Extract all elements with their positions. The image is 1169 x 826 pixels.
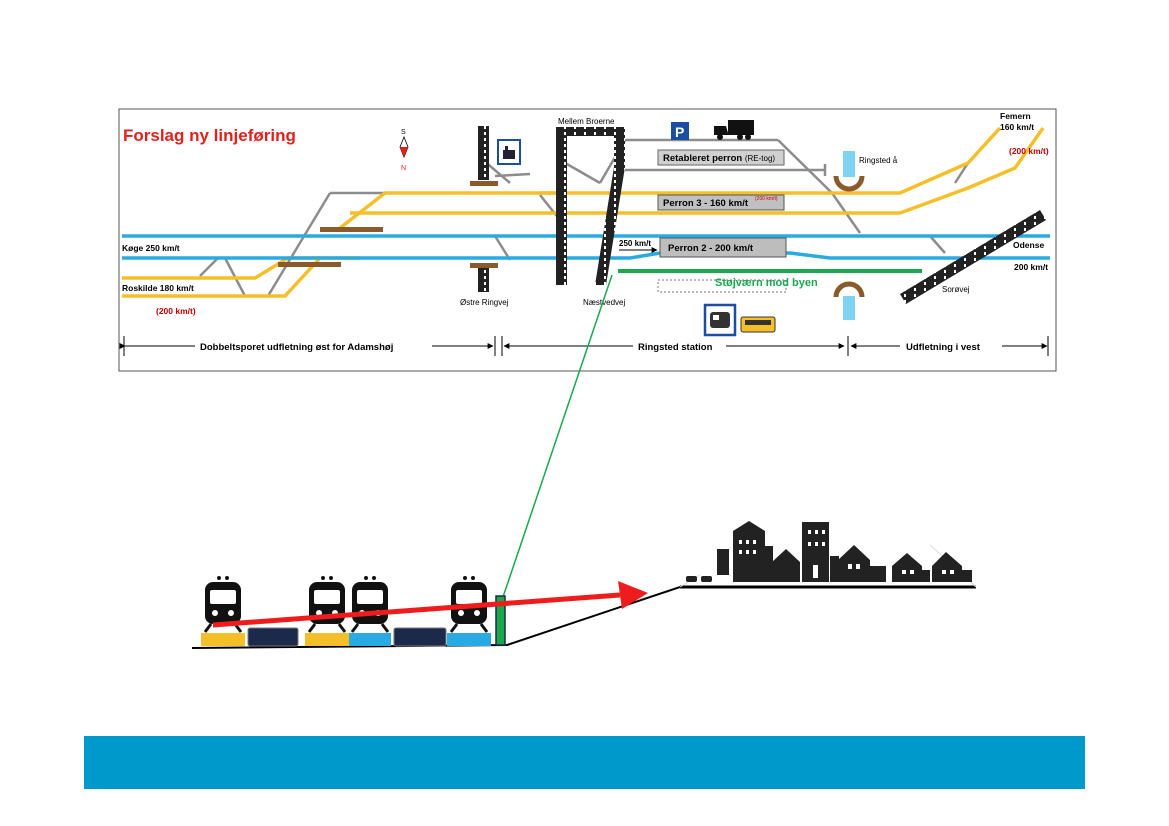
speed-250-label: 250 km/t xyxy=(619,239,651,248)
track-bed-yellow-1 xyxy=(201,633,245,646)
platform-retableret: Retableret perron (RE-tog) xyxy=(657,149,785,166)
train-icon xyxy=(203,576,243,633)
connector-line xyxy=(502,274,613,598)
track-bed-blue-2 xyxy=(447,633,491,646)
cross-section xyxy=(191,521,977,649)
label-naestvedvej: Næstvedvej xyxy=(583,298,625,307)
sound-arrow xyxy=(212,592,621,628)
mellem-broerne-road xyxy=(556,127,567,285)
truck-icon xyxy=(714,120,754,140)
train-station-icon xyxy=(703,303,737,337)
svg-text:(200 km/t): (200 km/t) xyxy=(755,196,778,202)
train-icon xyxy=(449,576,489,633)
road-bridges xyxy=(478,126,1046,304)
city-skyline-icon xyxy=(686,521,972,582)
track-bed-yellow-2 xyxy=(305,633,349,646)
parking-icon: P xyxy=(671,122,689,140)
track-bed-blue-1 xyxy=(349,633,391,646)
bus-icon xyxy=(740,316,776,333)
label-femern: Femern xyxy=(1000,111,1031,121)
label-femern-speed: 160 km/t xyxy=(1000,122,1034,132)
section-west: Udfletning i vest xyxy=(906,342,981,353)
train-icon xyxy=(350,576,390,633)
label-roskilde-future: (200 km/t) xyxy=(156,306,196,316)
bridge-bars xyxy=(278,181,498,268)
stojvaern-label: Støjværn mod byen xyxy=(715,277,818,289)
noise-barrier xyxy=(495,595,506,646)
svg-text:P: P xyxy=(675,124,684,140)
river-ringsted-a xyxy=(833,151,865,320)
dotted-box xyxy=(657,279,787,293)
compass-icon: S N xyxy=(399,129,409,172)
svg-text:Perron 2 - 200 km/t: Perron 2 - 200 km/t xyxy=(668,243,754,254)
station-building-icon xyxy=(497,139,521,165)
track-bed-dark-2 xyxy=(393,627,447,647)
sound-arrow-head xyxy=(618,581,648,609)
svg-text:S: S xyxy=(401,129,406,136)
section-station: Ringsted station xyxy=(638,342,713,353)
label-odense: Odense xyxy=(1013,240,1044,250)
label-roskilde: Roskilde 180 km/t xyxy=(122,283,194,293)
train-icon xyxy=(307,576,347,633)
label-koge: Køge 250 km/t xyxy=(122,243,180,253)
map-title: Forslag ny linjeføring xyxy=(123,126,296,145)
label-femern-future: (200 km/t) xyxy=(1009,146,1049,156)
label-ringsted-a: Ringsted å xyxy=(859,156,898,165)
label-ostre-ringvej: Østre Ringvej xyxy=(460,298,509,307)
label-sorovej: Sorøvej xyxy=(942,285,970,294)
label-odense-speed: 200 km/t xyxy=(1014,262,1048,272)
city-windows xyxy=(739,530,954,578)
svg-text:Retableret perron (RE-tog): Retableret perron (RE-tog) xyxy=(663,153,775,164)
platform-perron3: Perron 3 - 160 km/t (200 km/t) xyxy=(657,194,785,211)
section-east: Dobbeltsporet udfletning øst for Adamshø… xyxy=(200,342,393,353)
footer-bar xyxy=(84,736,1085,789)
track-map-panel: Retableret perron (RE-tog) Perron 3 - 16… xyxy=(118,108,1057,372)
svg-text:Perron 3 - 160 km/t: Perron 3 - 160 km/t xyxy=(663,198,749,209)
section-dimensions xyxy=(119,336,1049,356)
platform-perron2: Perron 2 - 200 km/t xyxy=(659,237,787,258)
track-bed-dark-1 xyxy=(247,627,299,647)
label-mellem-broerne: Mellem Broerne xyxy=(558,117,615,126)
svg-text:N: N xyxy=(401,165,406,172)
